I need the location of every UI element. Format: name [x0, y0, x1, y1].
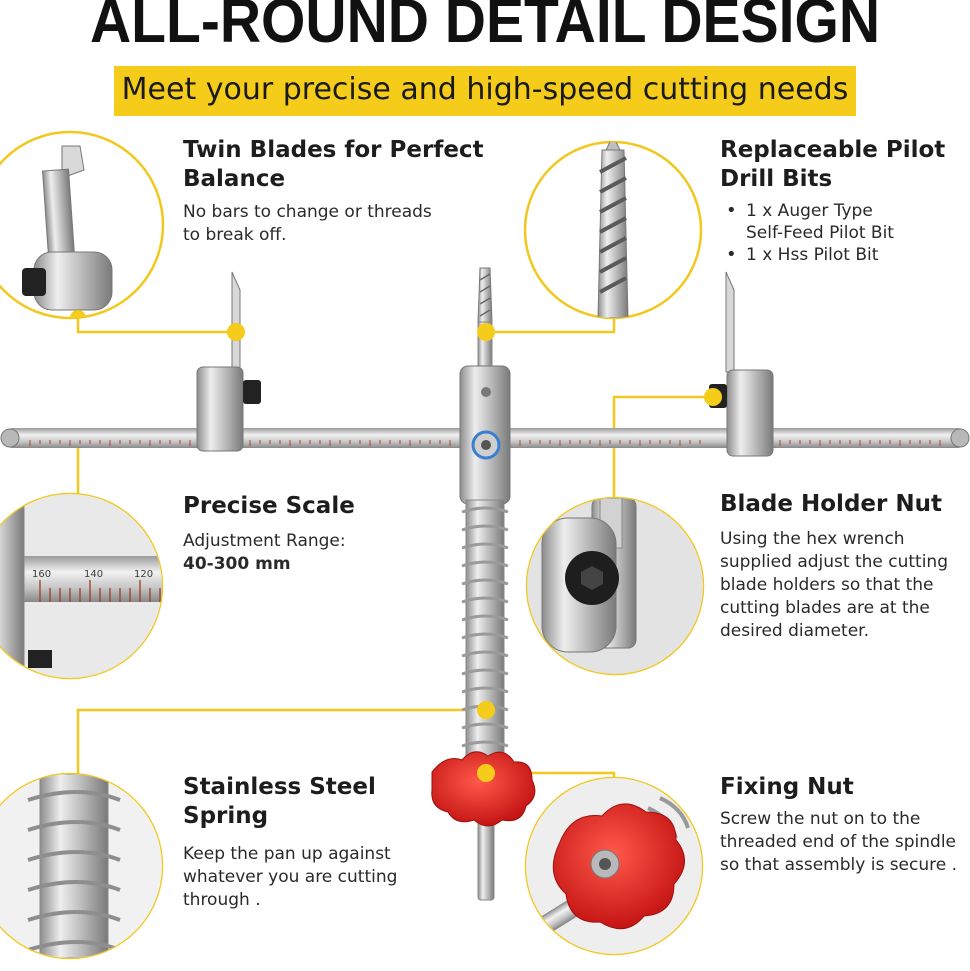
drill-bit-icon [597, 142, 629, 318]
scale-range: 40-300 mm [183, 554, 291, 574]
spring-desc-line2: whatever you are cutting [183, 867, 398, 887]
left-blade-holder [196, 271, 261, 452]
spring-desc-line1: Keep the pan up against [183, 844, 391, 864]
pilot-bit-item-auger-line1: 1 x Auger Type [746, 201, 873, 221]
blade-nut-desc-line5: desired diameter. [720, 621, 870, 641]
hex-screw-icon [527, 498, 703, 674]
scale-label-160: 160 [32, 569, 51, 580]
spring-title-line2: Spring [183, 803, 269, 829]
star-knob-icon [526, 778, 702, 954]
ruler-icon: 160 140 120 [0, 494, 162, 678]
right-blade-holder [704, 271, 774, 457]
blade-nut-desc-line3: blade holders so that the [720, 575, 934, 595]
twin-blades-desc: No bars to change or threads to break of… [183, 201, 432, 247]
blade-nut-title: Blade Holder Nut [720, 491, 942, 517]
center-spindle [431, 267, 536, 901]
fixing-nut-desc-line3: so that assembly is secure . [720, 855, 958, 875]
scale-title: Precise Scale [183, 493, 355, 519]
blade-nut-desc-line4: cutting blades are at the [720, 598, 930, 618]
blade-nut-desc: Using the hex wrench supplied adjust the… [720, 528, 948, 643]
twin-blades-title: Twin Blades for Perfect Balance [183, 136, 484, 194]
fixing-nut-desc-line1: Screw the nut on to the [720, 809, 921, 829]
pilot-bits-title-line1: Replaceable Pilot [720, 137, 946, 163]
scale-label-140: 140 [84, 569, 103, 580]
spring-desc-line3: through . [183, 890, 261, 910]
fixing-nut-title: Fixing Nut [720, 774, 854, 800]
pilot-bit-item-hss: 1 x Hss Pilot Bit [722, 244, 894, 266]
pilot-bits-title: Replaceable Pilot Drill Bits [720, 136, 945, 194]
pilot-bit-item-auger: 1 x Auger Type Self-Feed Pilot Bit [722, 200, 894, 244]
twin-blades-title-line2: Balance [183, 166, 286, 192]
page-title: ALL-ROUND DETAIL DESIGN [89, 0, 881, 56]
subtitle-banner: Meet your precise and high-speed cutting… [114, 66, 856, 116]
scale-desc: Adjustment Range: 40-300 mm [183, 530, 346, 576]
subtitle-text: Meet your precise and high-speed cutting… [121, 72, 849, 107]
scale-label-120: 120 [134, 569, 153, 580]
twin-blades-title-line1: Twin Blades for Perfect [183, 137, 484, 163]
pilot-bit-item-auger-line2: Self-Feed Pilot Bit [746, 223, 894, 243]
pilot-bits-list: 1 x Auger Type Self-Feed Pilot Bit 1 x H… [722, 200, 894, 266]
fixing-nut-desc-line2: threaded end of the spindle [720, 832, 957, 852]
twin-blades-desc-line2: to break off. [183, 225, 287, 245]
scale-desc-line1: Adjustment Range: [183, 531, 346, 551]
pilot-bits-title-line2: Drill Bits [720, 166, 833, 192]
blade-nut-desc-line2: supplied adjust the cutting [720, 552, 948, 572]
blade-nut-desc-line1: Using the hex wrench [720, 529, 905, 549]
twin-blades-desc-line1: No bars to change or threads [183, 202, 432, 222]
spring-icon [0, 774, 162, 958]
spring-title-line1: Stainless Steel [183, 774, 376, 800]
spring-title: Stainless Steel Spring [183, 773, 376, 831]
blade-icon [22, 145, 113, 318]
spring-desc: Keep the pan up against whatever you are… [183, 843, 397, 912]
fixing-nut-desc: Screw the nut on to the threaded end of … [720, 808, 957, 877]
